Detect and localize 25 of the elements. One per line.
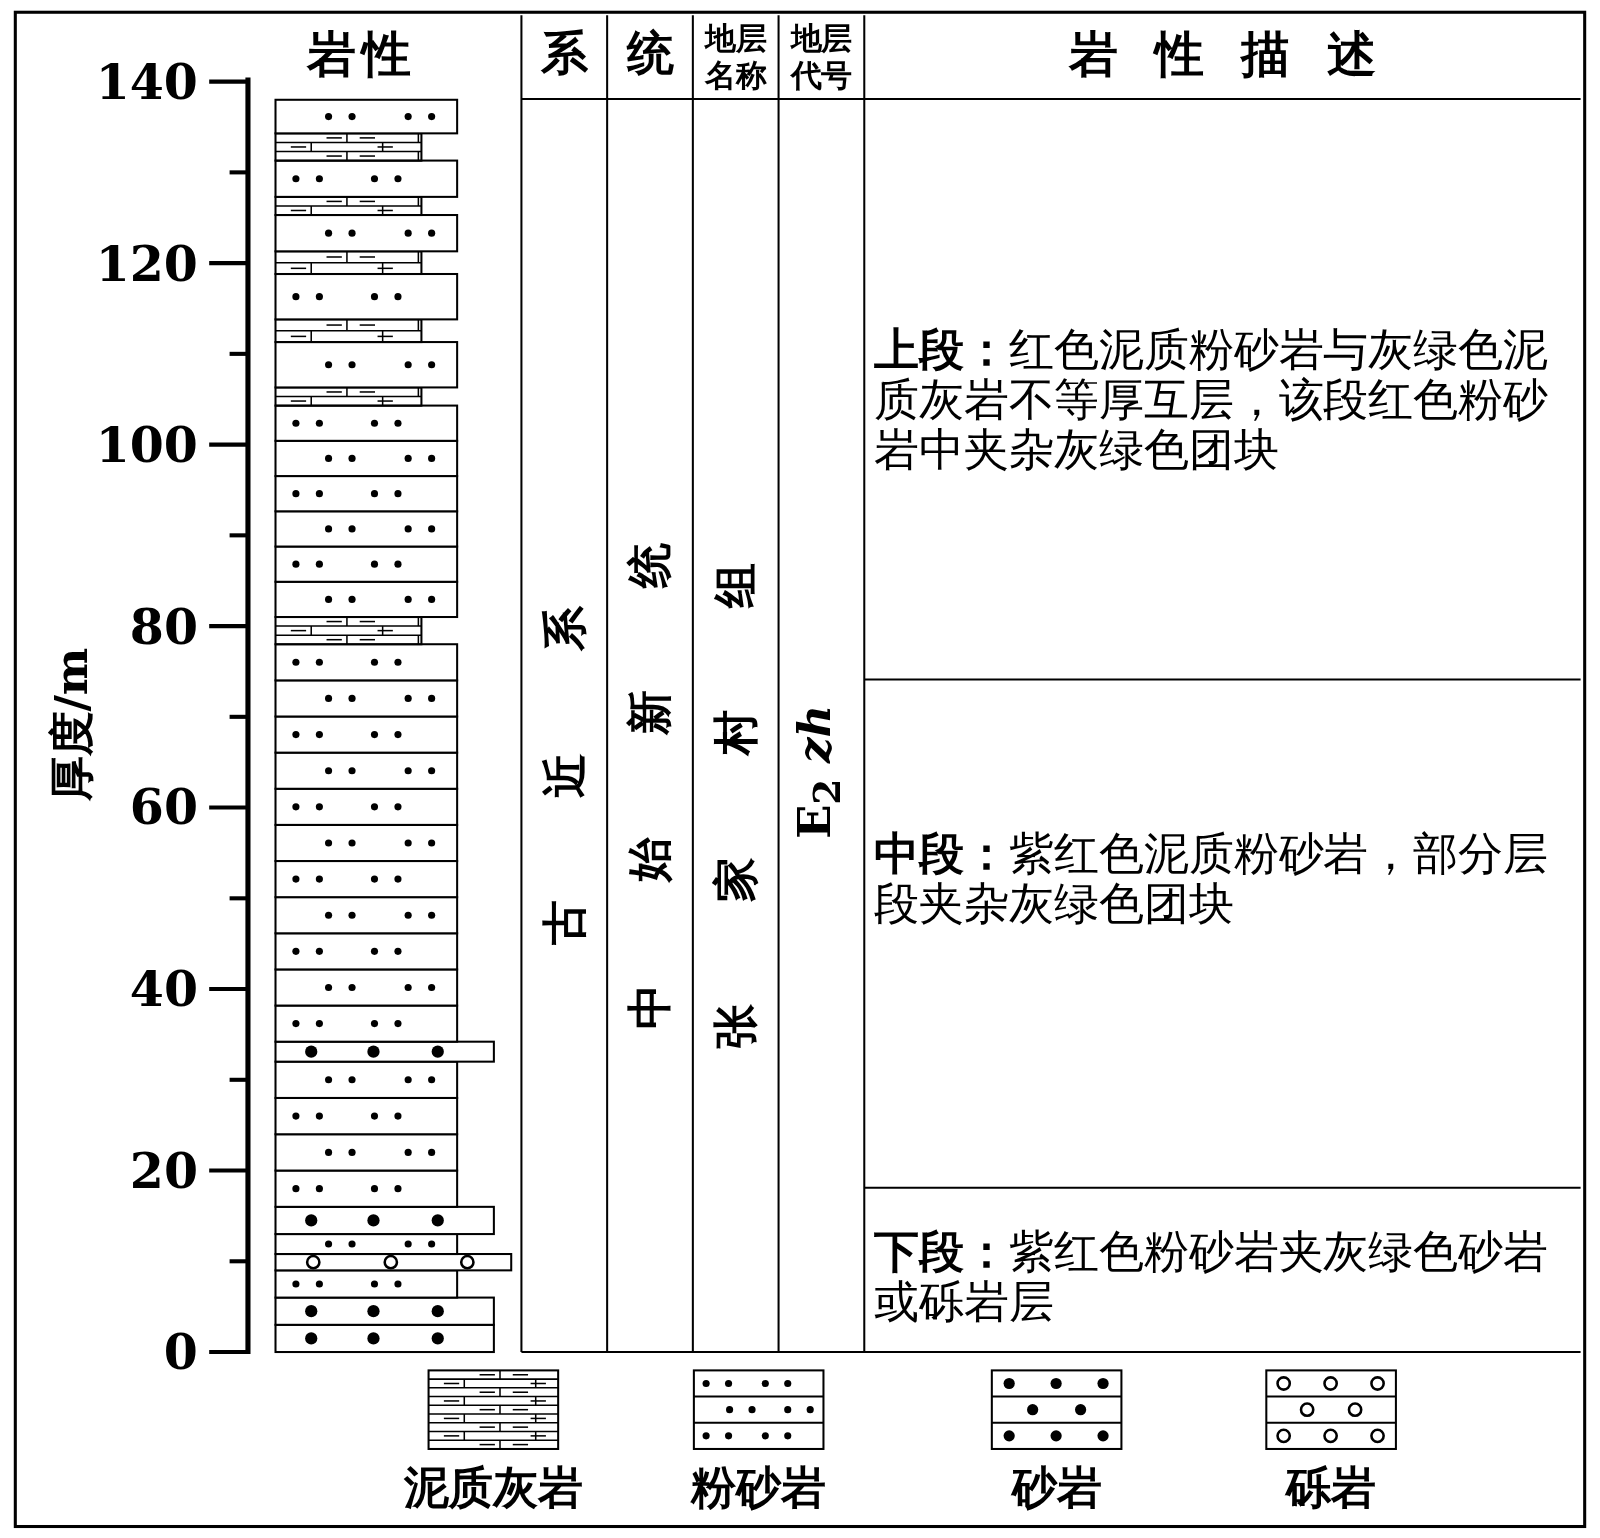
axis-tick-label: 80 xyxy=(128,596,198,657)
stratum-label: 张家村组 xyxy=(708,460,763,1051)
axis-tick-label: 40 xyxy=(128,959,198,1020)
axis-tick-label: 60 xyxy=(128,778,198,839)
column-header: 岩性描述 xyxy=(1067,24,1414,85)
legend-label: 砂岩 xyxy=(1010,1460,1103,1516)
axis-title: 厚度/m xyxy=(43,646,98,804)
legend-label: 粉砂岩 xyxy=(689,1460,827,1516)
column-header: 统 xyxy=(625,24,675,83)
column-header: 岩性 xyxy=(305,24,419,85)
description-text: 上段：红色泥质粉砂岩与灰绿色泥质灰岩不等厚互层，该段红色粉砂岩中夹杂灰绿色团块 xyxy=(874,324,1549,475)
description-text: 中段：紫红色泥质粉砂岩，部分层段夹杂灰绿色团块 xyxy=(874,828,1549,929)
column-header: 系 xyxy=(539,24,589,83)
column-header: 地层代号 xyxy=(789,20,854,94)
legend-label: 泥质灰岩 xyxy=(402,1460,585,1516)
axis-tick-label: 20 xyxy=(128,1140,198,1202)
description-text: 下段：紫红色粉砂岩夹灰绿色砂岩或砾岩层 xyxy=(874,1226,1549,1327)
column-header: 地层名称 xyxy=(703,20,768,94)
axis-tick-label: 140 xyxy=(94,52,198,113)
axis-tick-label: 0 xyxy=(162,1322,198,1383)
axis-tick-label: 100 xyxy=(94,415,198,476)
legend-label: 砾岩 xyxy=(1284,1460,1377,1516)
axis-tick-label: 120 xyxy=(94,233,198,294)
stratum-label: 古近系 xyxy=(536,503,591,947)
stratum-label: 中始新统 xyxy=(622,439,677,1031)
